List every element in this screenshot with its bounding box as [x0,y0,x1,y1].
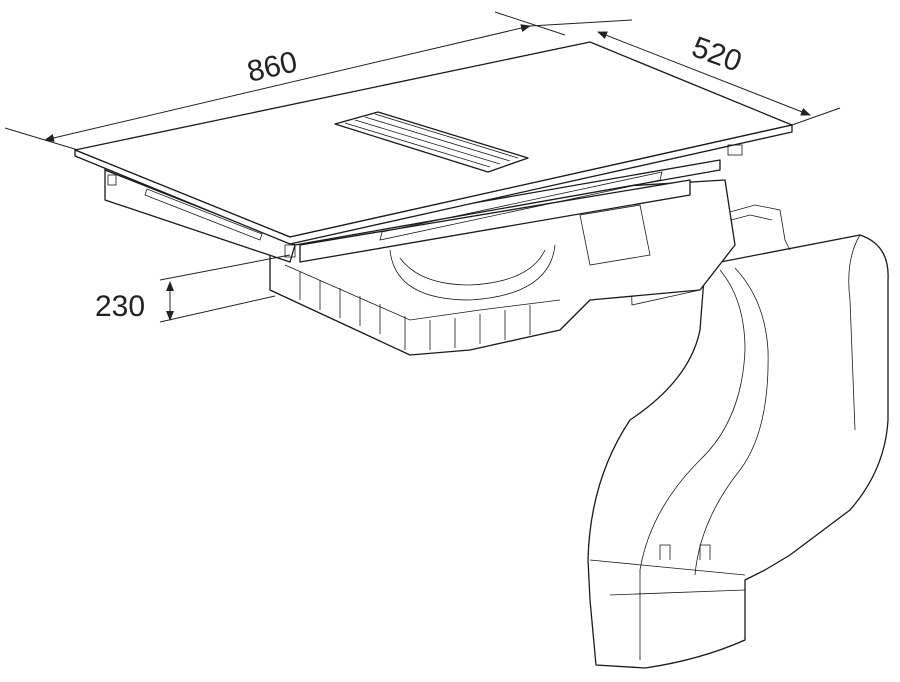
extraction-duct [587,234,889,669]
dimension-depth-label: 520 [688,31,746,79]
dimension-height-label: 230 [95,290,145,323]
dimension-height: 230 [95,254,291,323]
